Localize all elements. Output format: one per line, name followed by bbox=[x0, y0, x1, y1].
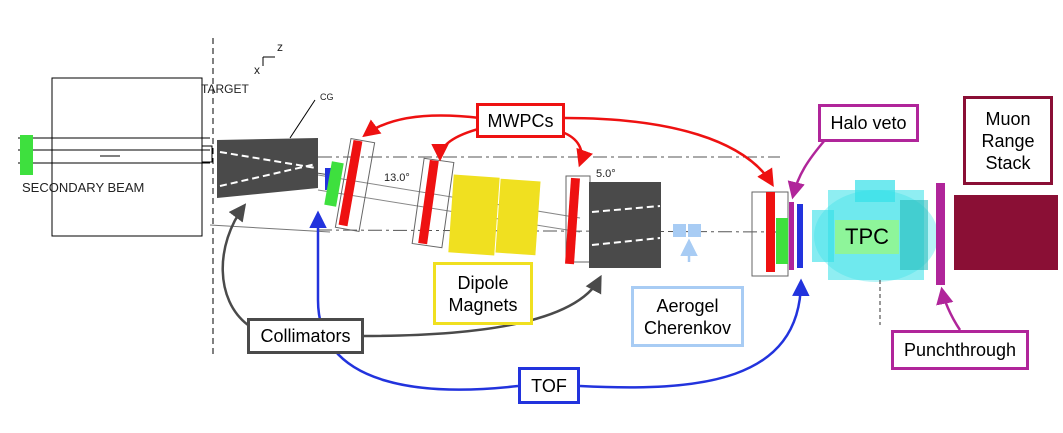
mwpc-arrow-2 bbox=[431, 126, 483, 162]
dipole-magnets-label: Dipole Magnets bbox=[433, 262, 533, 325]
mwpc-3 bbox=[565, 177, 580, 265]
aerogel-block-2 bbox=[688, 224, 701, 237]
tof-paddle-1 bbox=[325, 168, 331, 190]
angle-13-text: 13.0° bbox=[384, 172, 410, 184]
axis-z-text: z bbox=[277, 40, 283, 54]
mwpcs-label: MWPCs bbox=[476, 103, 565, 138]
mwpc-1 bbox=[338, 139, 363, 227]
tpc-label: TPC bbox=[835, 220, 899, 254]
muon-range-stack-label: Muon Range Stack bbox=[963, 96, 1053, 185]
punchthrough-paddle bbox=[936, 183, 945, 285]
aerogel-block-1 bbox=[673, 224, 686, 237]
halo-veto-arrow bbox=[787, 139, 826, 200]
punchthrough-label: Punchthrough bbox=[891, 330, 1029, 370]
collimators-label: Collimators bbox=[247, 318, 364, 354]
cg-text: CG bbox=[320, 92, 334, 102]
punchthrough-arrow bbox=[936, 286, 962, 331]
collimator-1 bbox=[217, 138, 318, 198]
axis-x-text: x bbox=[254, 63, 260, 77]
muon-range-stack-block bbox=[954, 195, 1058, 270]
tpc-cryostat bbox=[812, 180, 938, 325]
halo-veto-label: Halo veto bbox=[818, 104, 919, 142]
collimator-arrow-1 bbox=[221, 203, 249, 326]
secondary-beam-box bbox=[51, 77, 203, 237]
tof-paddle-2 bbox=[797, 204, 803, 268]
mwpc-arrow-1 bbox=[362, 114, 481, 138]
halo-veto-paddle bbox=[789, 202, 794, 270]
mwpc-arrow-3 bbox=[561, 130, 593, 168]
secondary-beam-text: SECONDARY BEAM bbox=[22, 180, 145, 195]
angle-5-text: 5.0° bbox=[596, 168, 616, 180]
aerogel-cherenkov-label: Aerogel Cherenkov bbox=[631, 286, 744, 347]
mwpc-2 bbox=[418, 159, 439, 245]
mwpc-4 bbox=[766, 192, 775, 272]
tof-label: TOF bbox=[518, 367, 580, 404]
upstream-counter bbox=[20, 135, 33, 175]
counter-2 bbox=[776, 218, 788, 264]
target-text: TARGET bbox=[201, 82, 249, 96]
collimator-2 bbox=[589, 182, 661, 268]
dipole-magnet-2 bbox=[495, 178, 541, 256]
dipole-magnet-1 bbox=[448, 174, 500, 256]
counter-1 bbox=[324, 161, 344, 207]
tof-arrow-2 bbox=[579, 278, 810, 389]
mwpc-arrow-4 bbox=[564, 116, 774, 187]
